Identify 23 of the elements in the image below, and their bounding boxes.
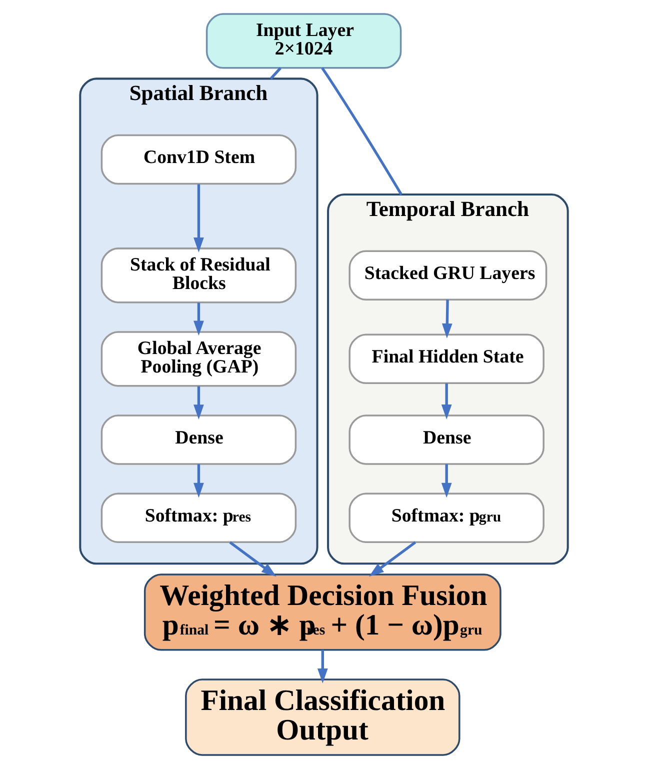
node-box: Softmax: pgru xyxy=(348,492,544,543)
node-box: Stack of Residual Blocks xyxy=(100,248,297,304)
arrow xyxy=(194,386,204,420)
arrow xyxy=(441,464,452,498)
node-box: Input Layer 2×1024 xyxy=(206,13,402,69)
node-box: Final Hidden State xyxy=(348,334,544,384)
connector xyxy=(321,67,403,196)
node-box: Final Classification Output xyxy=(185,678,460,756)
arrow xyxy=(194,184,204,252)
connector xyxy=(270,67,282,80)
arrow xyxy=(317,650,328,684)
arrow xyxy=(194,302,204,336)
node-box: Conv1D Stem xyxy=(100,134,297,185)
node-box: Softmax: pres xyxy=(100,492,297,543)
arrow xyxy=(194,464,204,498)
node-box: Stacked GRU Layers xyxy=(348,250,548,300)
node-box: Dense xyxy=(100,414,297,465)
arrow xyxy=(229,541,276,577)
arrow xyxy=(368,541,416,577)
arrow xyxy=(442,300,452,338)
node-box: Dense xyxy=(348,414,544,465)
node-box: Global Average Pooling (GAP) xyxy=(100,331,297,387)
arrow xyxy=(441,383,452,420)
